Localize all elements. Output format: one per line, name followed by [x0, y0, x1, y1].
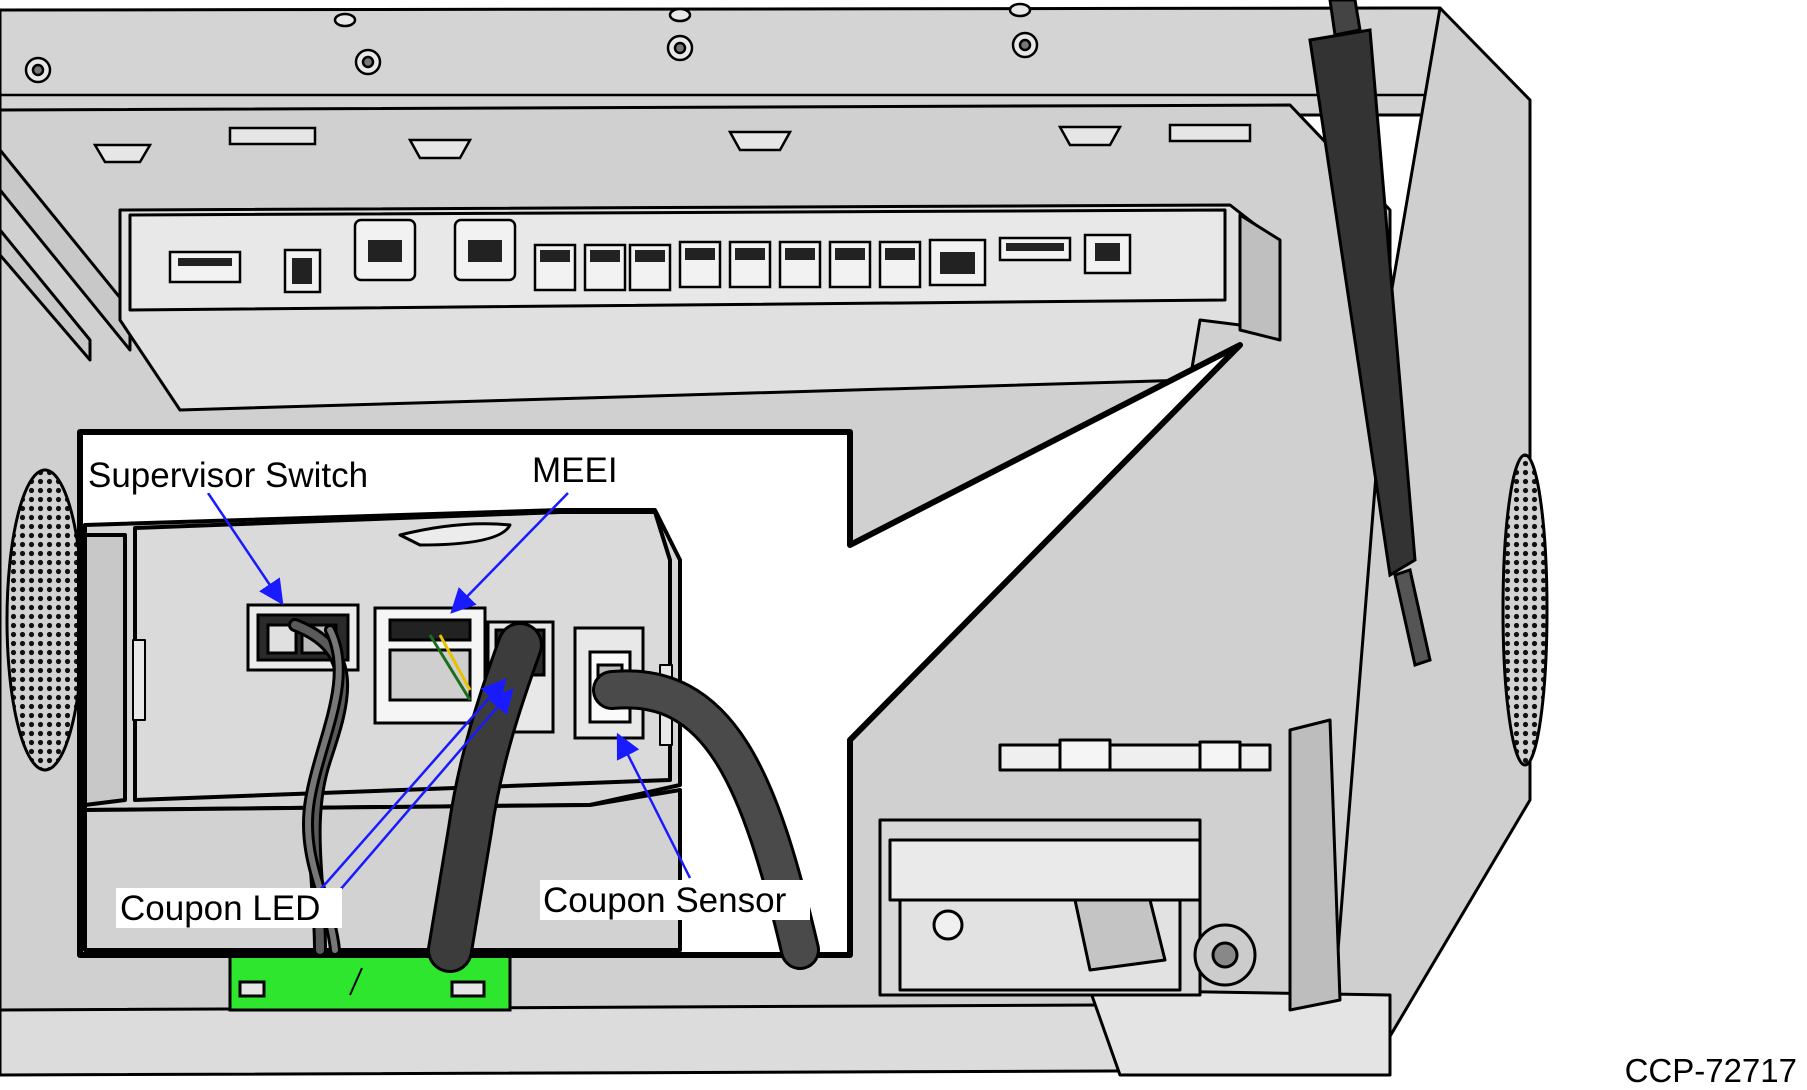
speaker-grille-left [5, 468, 85, 772]
label-meei: MEEI [532, 451, 618, 490]
label-coupon-led: Coupon LED [120, 889, 320, 928]
speaker-grille-right [1501, 453, 1549, 767]
vent-slots [92, 123, 1252, 164]
callout-arrows [206, 492, 692, 891]
label-coupon-sensor: Coupon Sensor [543, 881, 787, 920]
supervisor-switch-arrow [206, 492, 284, 606]
board-connector-pins [178, 240, 1120, 284]
coupon-led-arrow-2 [339, 688, 514, 891]
lid-fasteners [24, 2, 1039, 84]
gas-strut [1308, 0, 1432, 667]
coupon-led-arrow-1 [319, 678, 507, 891]
coupon-sensor-arrow [616, 732, 692, 879]
callout-labels: Supervisor Switch MEEI Coupon LED Coupon… [84, 451, 810, 928]
meei-arrow [450, 492, 569, 614]
label-supervisor-switch: Supervisor Switch [88, 456, 368, 495]
meei-connector [373, 606, 487, 725]
printer-mechanism [878, 718, 1342, 1012]
figure-reference-id: CCP-72717 [1625, 1052, 1797, 1089]
